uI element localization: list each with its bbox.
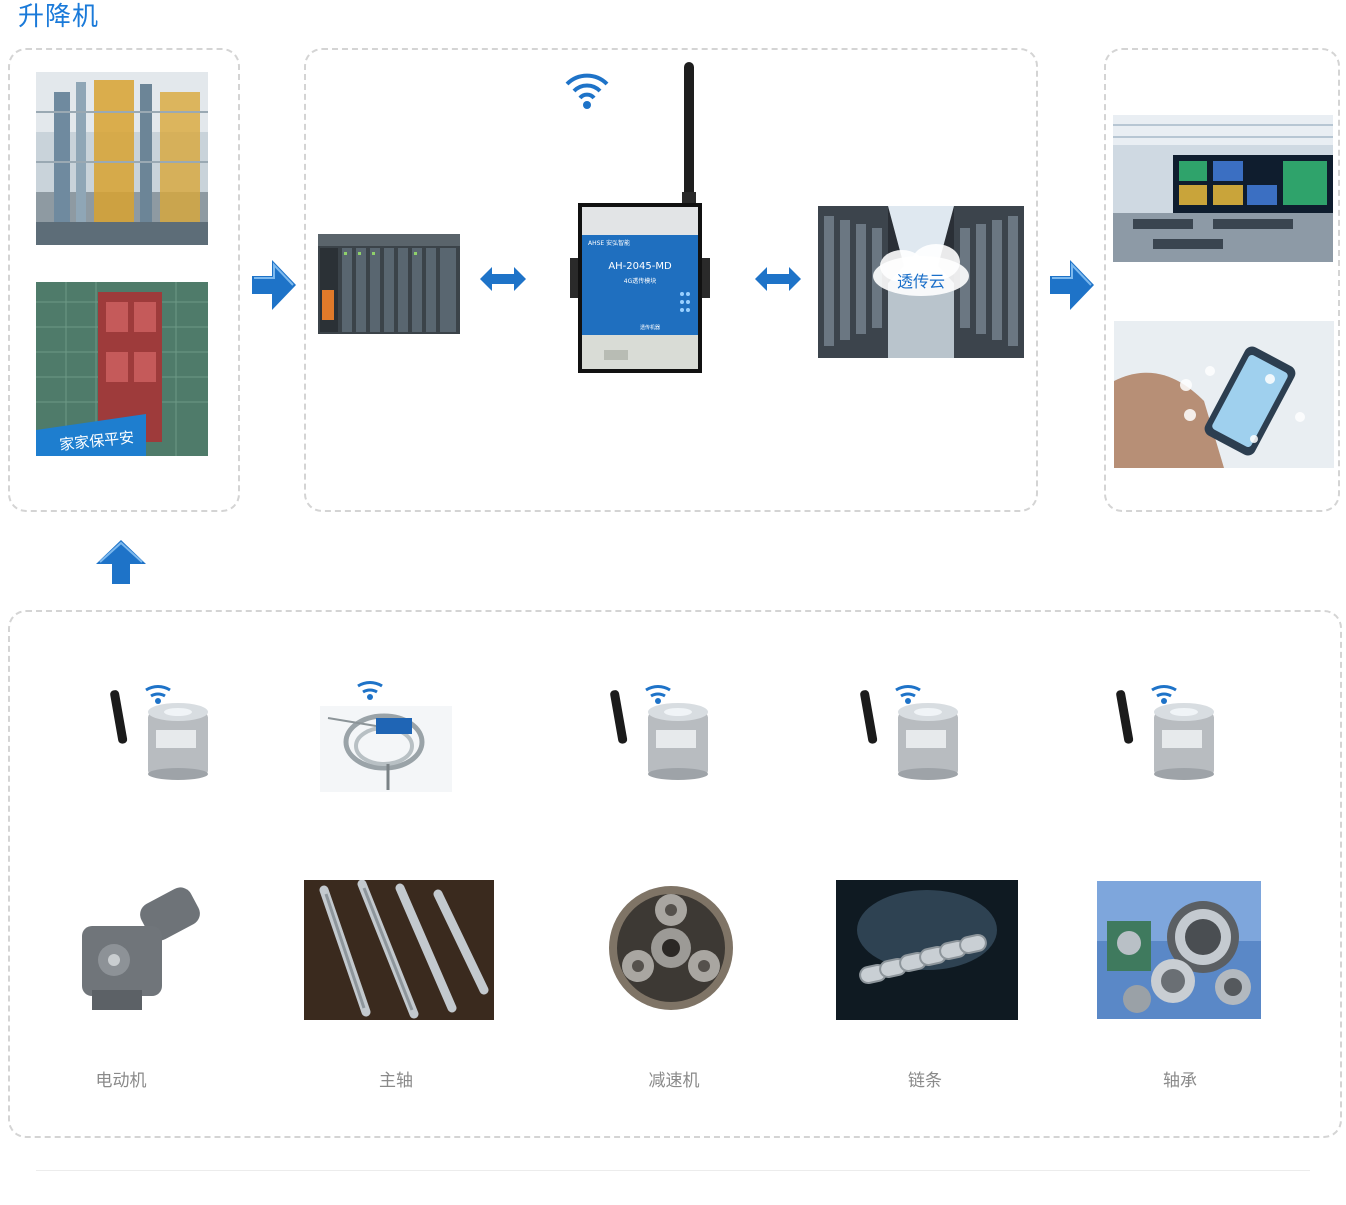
component-label-shaft: 主轴 bbox=[379, 1071, 413, 1091]
motor-reducer-image bbox=[62, 886, 204, 1014]
sensor-5 bbox=[1114, 676, 1218, 780]
arrow-up-icon bbox=[92, 538, 150, 586]
device-model: AH-2045-MD bbox=[608, 261, 672, 272]
cloud-label: 透传云 bbox=[897, 272, 946, 291]
bidirectional-arrow-icon bbox=[753, 264, 803, 294]
device-brand: AHSE 安弘智能 bbox=[588, 240, 631, 247]
sensor-panel bbox=[8, 610, 1342, 1138]
wifi-icon bbox=[564, 70, 610, 112]
sensor-3 bbox=[608, 676, 712, 780]
component-label-reducer: 减速机 bbox=[648, 1071, 700, 1091]
output-panel bbox=[1104, 48, 1340, 512]
sensor-4 bbox=[858, 676, 962, 780]
arrow-right-icon bbox=[250, 256, 298, 314]
footer-divider bbox=[36, 1170, 1310, 1171]
chain-image bbox=[836, 880, 1018, 1020]
arrow-right-icon bbox=[1048, 256, 1096, 314]
component-label-bearing: 轴承 bbox=[1163, 1071, 1197, 1091]
shafts-image bbox=[304, 880, 494, 1020]
component-label-motor: 电动机 bbox=[95, 1071, 147, 1091]
plc-controller-image bbox=[318, 230, 460, 338]
device-footer: 透传机器 bbox=[640, 325, 661, 331]
construction-hoist-photo: 家家保平安 bbox=[36, 282, 208, 456]
smartphone-photo bbox=[1114, 321, 1334, 468]
cloud-server-image bbox=[818, 206, 1024, 358]
sensor-2-cable bbox=[318, 676, 454, 794]
bearings-image bbox=[1097, 881, 1261, 1019]
component-label-chain: 链条 bbox=[908, 1071, 942, 1091]
bidirectional-arrow-icon bbox=[478, 264, 528, 294]
industrial-lift-photo bbox=[36, 72, 208, 245]
dtu-device: AHSE 安弘智能 AH-2045-MD 4G透传模块 透传机器 bbox=[570, 62, 710, 374]
control-room-photo bbox=[1113, 115, 1333, 262]
sensor-1 bbox=[108, 676, 212, 780]
transmission-panel bbox=[304, 48, 1038, 512]
page-title: 升降机 bbox=[18, 2, 100, 32]
source-panel bbox=[8, 48, 240, 512]
device-subtitle: 4G透传模块 bbox=[623, 278, 657, 285]
planetary-gears-image bbox=[604, 884, 738, 1012]
